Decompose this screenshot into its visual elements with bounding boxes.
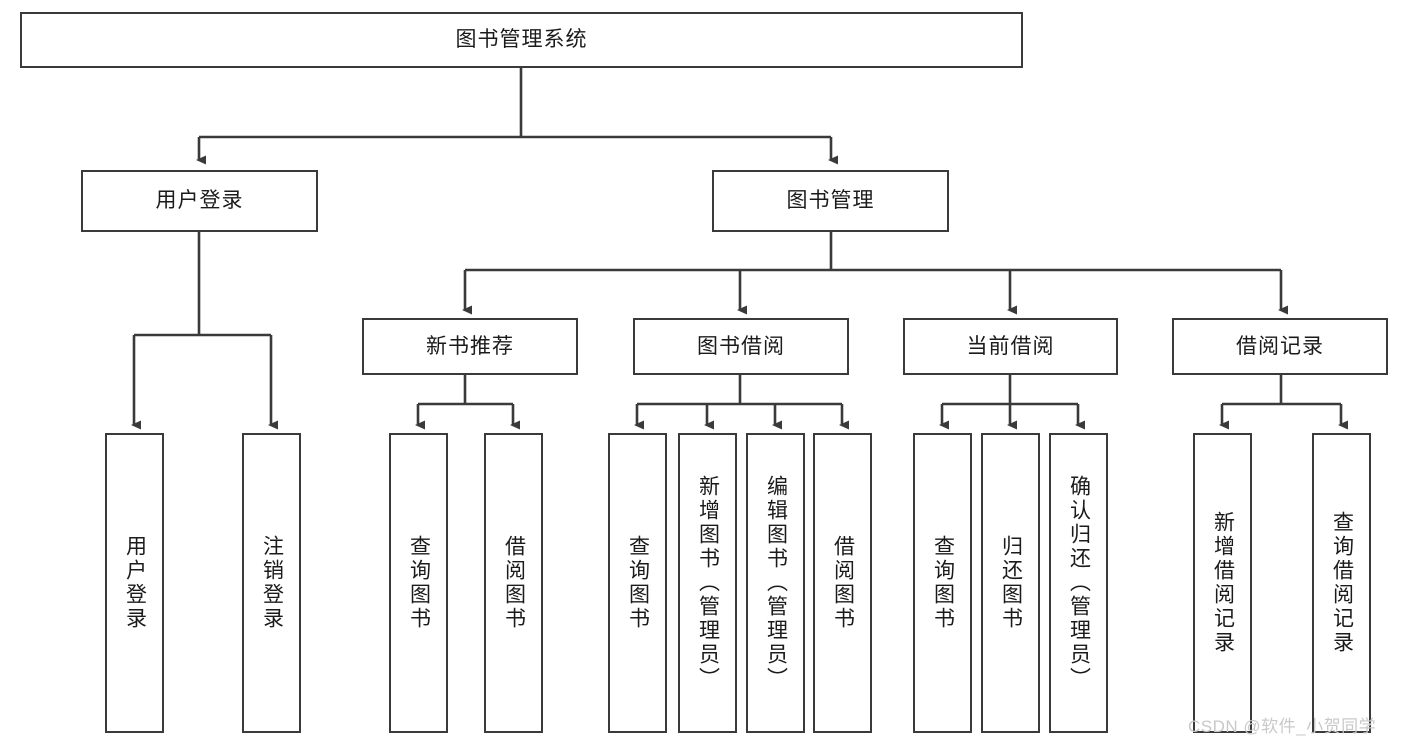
node-leaf-cb-query-book[interactable]: 查询图书	[913, 433, 972, 733]
node-borrow-record[interactable]: 借阅记录	[1172, 318, 1388, 375]
node-root-label: 图书管理系统	[455, 28, 588, 52]
node-leaf-br-add-record[interactable]: 新增借阅记录	[1193, 433, 1252, 733]
node-user-login-label: 用户登录	[155, 189, 244, 213]
node-leaf-user-login-label: 用户登录	[123, 535, 147, 631]
node-leaf-br-add-record-label: 新增借阅记录	[1211, 511, 1235, 655]
node-leaf-nb-query-book[interactable]: 查询图书	[389, 433, 448, 733]
node-leaf-bb-add-book[interactable]: 新增图书（管理员）	[678, 433, 737, 733]
node-leaf-cb-return-book-label: 归还图书	[999, 535, 1023, 631]
node-leaf-bb-borrow-book[interactable]: 借阅图书	[813, 433, 872, 733]
node-leaf-bb-borrow-book-label: 借阅图书	[831, 535, 855, 631]
node-book-management[interactable]: 图书管理	[712, 170, 949, 232]
node-leaf-nb-borrow-book[interactable]: 借阅图书	[484, 433, 543, 733]
node-leaf-logout-label: 注销登录	[260, 535, 284, 631]
node-root[interactable]: 图书管理系统	[20, 12, 1023, 68]
node-leaf-bb-edit-book-label: 编辑图书（管理员）	[764, 475, 788, 691]
node-current-borrow-label: 当前借阅	[966, 334, 1055, 358]
node-book-management-label: 图书管理	[786, 189, 875, 213]
node-leaf-bb-add-book-label: 新增图书（管理员）	[696, 475, 720, 691]
node-leaf-cb-query-book-label: 查询图书	[931, 535, 955, 631]
node-leaf-bb-query-book-label: 查询图书	[626, 535, 650, 631]
node-leaf-bb-query-book[interactable]: 查询图书	[608, 433, 667, 733]
node-leaf-user-login[interactable]: 用户登录	[105, 433, 164, 733]
node-leaf-logout[interactable]: 注销登录	[242, 433, 301, 733]
node-leaf-bb-edit-book[interactable]: 编辑图书（管理员）	[746, 433, 805, 733]
node-book-borrow[interactable]: 图书借阅	[633, 318, 849, 375]
node-leaf-cb-confirm-return[interactable]: 确认归还（管理员）	[1049, 433, 1108, 733]
node-leaf-cb-return-book[interactable]: 归还图书	[981, 433, 1040, 733]
node-new-book-recommend-label: 新书推荐	[426, 334, 514, 358]
node-current-borrow[interactable]: 当前借阅	[903, 318, 1118, 375]
node-leaf-nb-borrow-book-label: 借阅图书	[502, 535, 526, 631]
node-leaf-br-query-record[interactable]: 查询借阅记录	[1312, 433, 1371, 733]
node-user-login[interactable]: 用户登录	[81, 170, 318, 232]
node-leaf-br-query-record-label: 查询借阅记录	[1330, 511, 1354, 655]
node-leaf-nb-query-book-label: 查询图书	[407, 535, 431, 631]
node-new-book-recommend[interactable]: 新书推荐	[362, 318, 578, 375]
node-borrow-record-label: 借阅记录	[1236, 334, 1324, 358]
node-book-borrow-label: 图书借阅	[697, 334, 785, 358]
node-leaf-cb-confirm-return-label: 确认归还（管理员）	[1067, 475, 1091, 691]
